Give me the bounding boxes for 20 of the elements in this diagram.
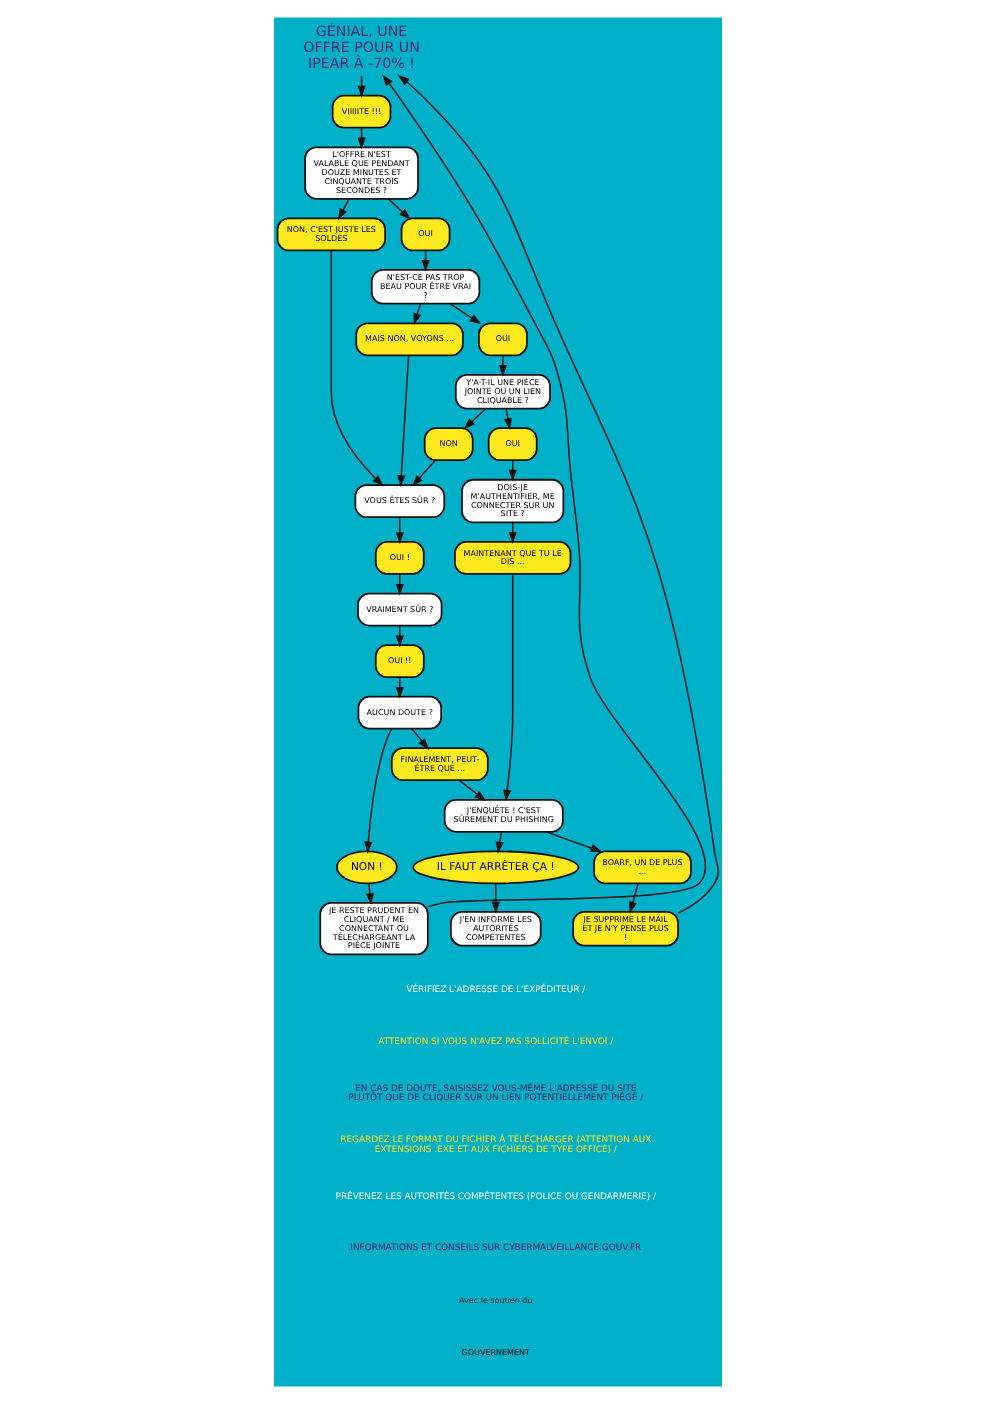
arrow — [463, 407, 487, 430]
arrow — [503, 573, 514, 802]
arrow — [498, 354, 508, 377]
arrow — [330, 249, 384, 487]
arrow — [395, 573, 404, 596]
arrow — [411, 728, 429, 750]
arrow — [395, 676, 404, 699]
arrow — [545, 831, 603, 853]
arrow — [395, 624, 404, 648]
arrow — [365, 882, 374, 905]
arrow — [411, 459, 436, 487]
arrow — [397, 354, 410, 488]
arrow — [387, 198, 411, 220]
arrow — [491, 882, 500, 914]
arrow — [395, 516, 404, 544]
arrow — [628, 882, 639, 914]
arrow — [364, 728, 393, 854]
arrow — [495, 831, 504, 854]
arrow — [449, 303, 482, 325]
arrow — [458, 779, 487, 802]
